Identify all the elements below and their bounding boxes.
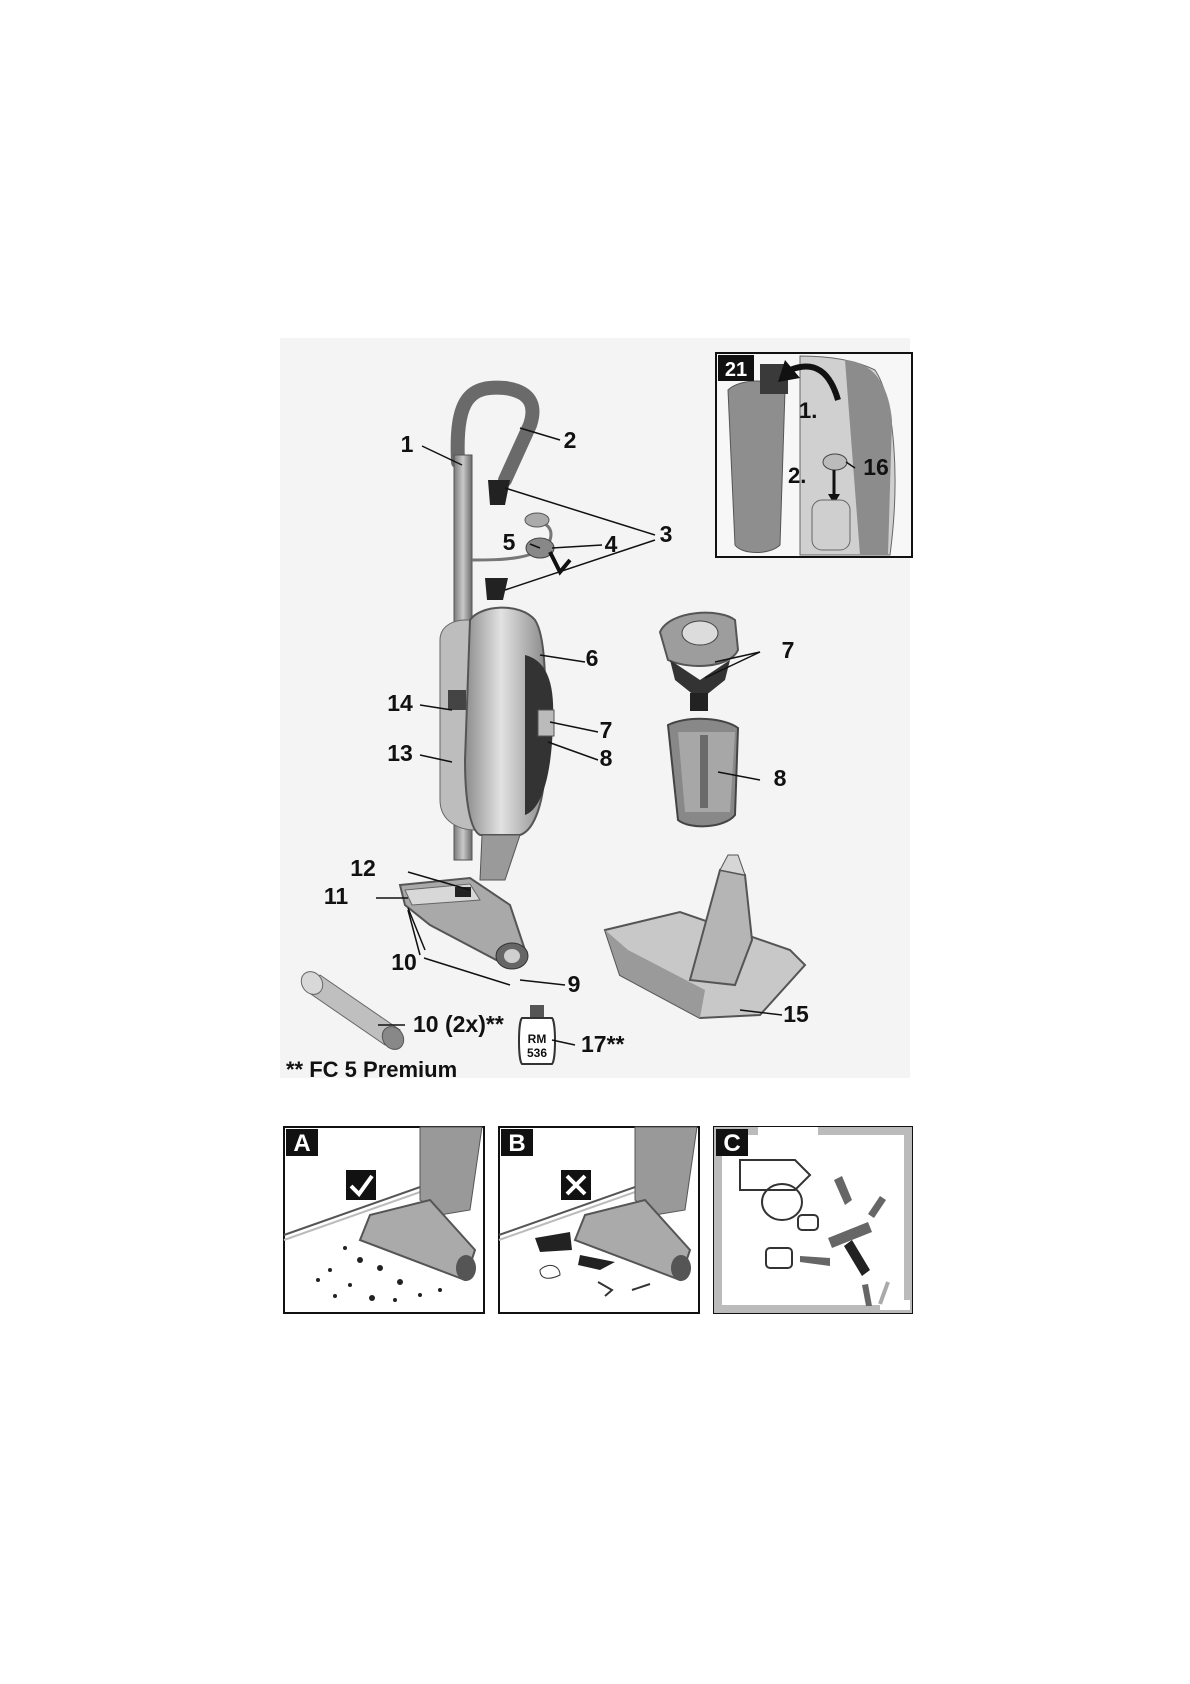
callout-2: 2: [564, 427, 577, 453]
step-2-label: 2.: [788, 463, 806, 488]
callout-14: 14: [387, 690, 413, 716]
callout-17: 17**: [581, 1031, 625, 1057]
callout-12: 12: [350, 855, 376, 881]
callout-4: 4: [605, 531, 618, 557]
callout-10: 10: [391, 949, 417, 975]
callout-7-detail: 7: [782, 637, 795, 663]
dirt-tank-illustration: [668, 719, 738, 826]
callout-13: 13: [387, 740, 413, 766]
callout-15: 15: [783, 1001, 809, 1027]
panel-c-letter: C: [723, 1130, 740, 1157]
panel-c: [714, 1127, 912, 1313]
panel-b-letter: B: [508, 1130, 525, 1157]
panel-b: [499, 1127, 699, 1313]
step-1-label: 1.: [799, 398, 817, 423]
callout-3: 3: [660, 521, 673, 547]
footnote: ** FC 5 Premium: [286, 1057, 457, 1083]
callout-16: 16: [863, 454, 889, 480]
bottle-label-line1: RM: [528, 1032, 547, 1046]
callout-8: 8: [600, 745, 613, 771]
panel-a-letter: A: [293, 1130, 310, 1157]
inset-21-number: 21: [725, 359, 747, 381]
bottle-label-line2: 536: [527, 1046, 547, 1060]
callout-7: 7: [600, 717, 613, 743]
panel-a: [284, 1127, 484, 1313]
callout-10-spare: 10 (2x)**: [413, 1011, 504, 1037]
callout-11: 11: [324, 883, 349, 909]
callout-8-detail: 8: [774, 765, 787, 791]
tank-release-button: [448, 690, 466, 710]
callout-6: 6: [586, 645, 599, 671]
callout-9: 9: [568, 971, 581, 997]
roller-bearing: [504, 949, 520, 963]
callout-1: 1: [401, 431, 414, 457]
callout-5: 5: [503, 529, 516, 555]
plug: [525, 513, 549, 527]
